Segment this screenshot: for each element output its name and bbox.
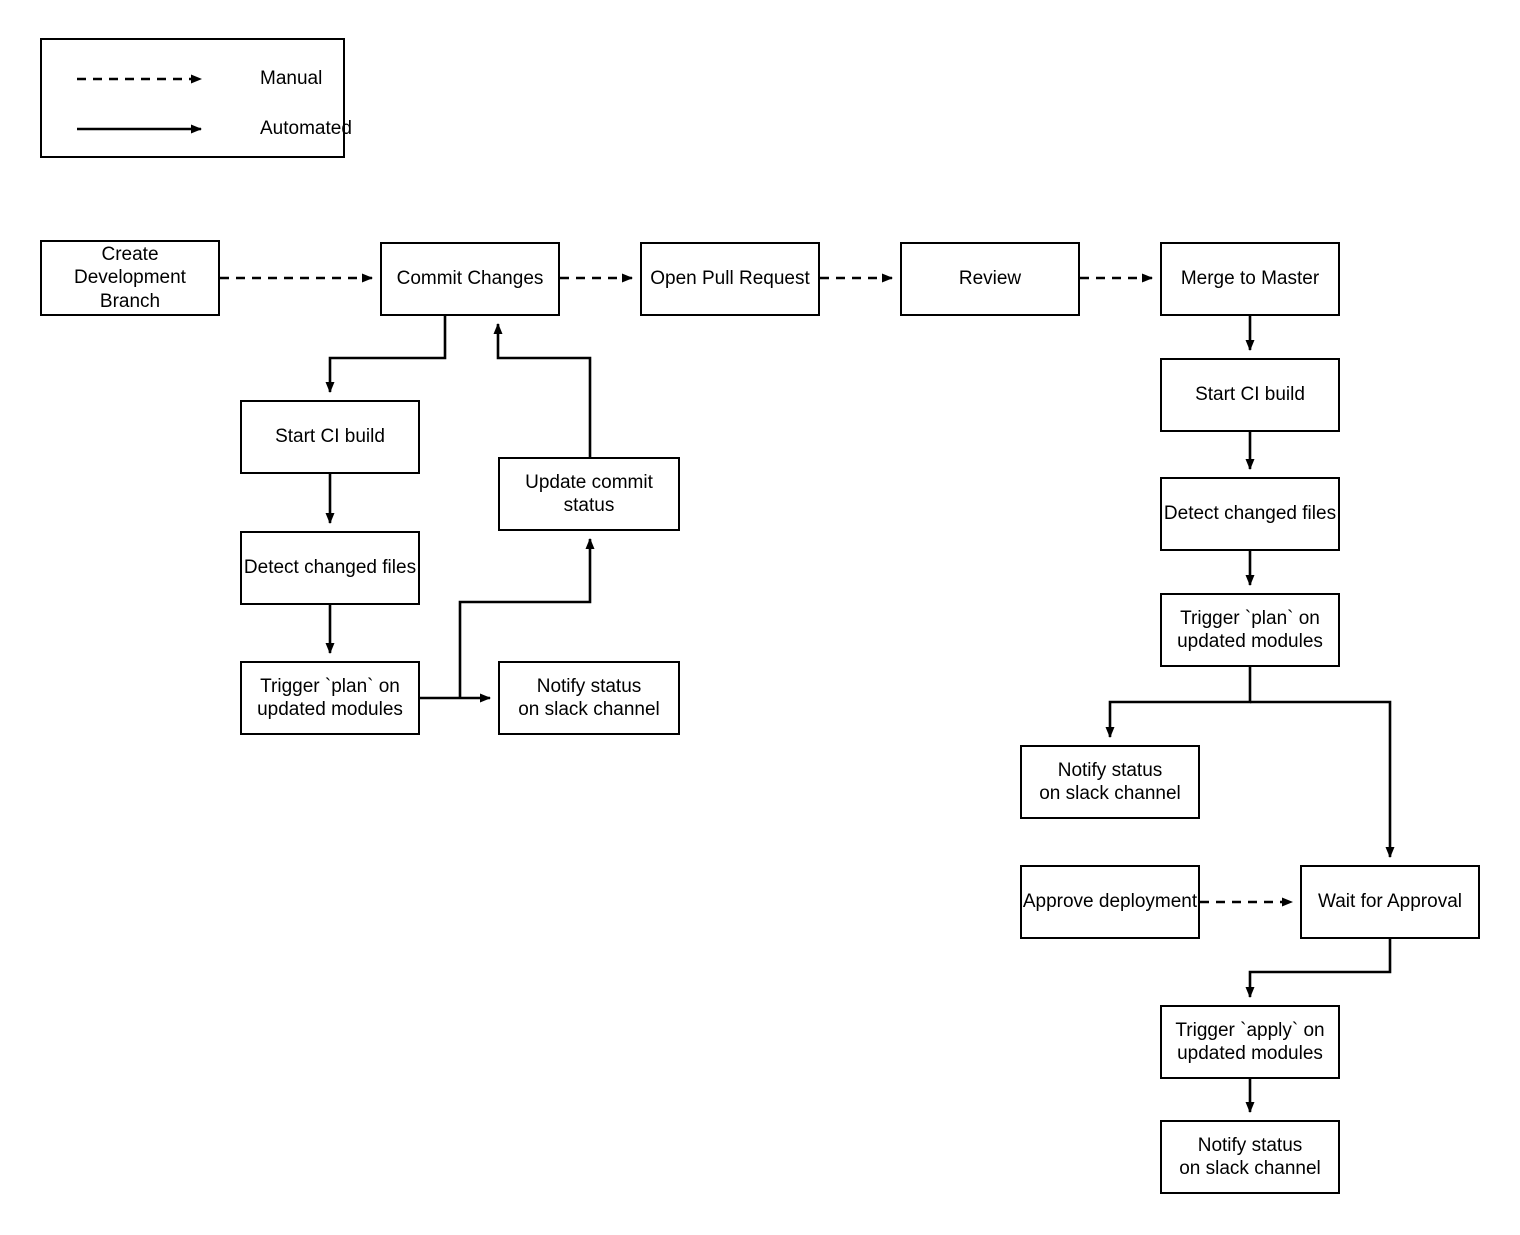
legend: Manual Automated (40, 38, 352, 158)
solid-arrow-icon (75, 116, 220, 142)
edge-commit-changes-to-start-ci-build-dev (325, 316, 447, 393)
node-notify-status-apply-master[interactable]: Notify status on slack channel (1160, 1120, 1340, 1194)
node-label: Create Development Branch (74, 244, 186, 312)
node-update-commit-status[interactable]: Update commit status (498, 457, 680, 531)
node-review[interactable]: Review (900, 242, 1080, 316)
legend-item-automated: Automated (42, 116, 352, 142)
node-notify-status-plan-master[interactable]: Notify status on slack channel (1020, 745, 1200, 819)
node-label: Notify status on slack channel (518, 675, 660, 720)
node-label: Trigger `plan` on updated modules (257, 675, 403, 720)
node-label: Merge to Master (1180, 268, 1320, 290)
node-label: Start CI build (1195, 384, 1305, 406)
node-trigger-apply-master[interactable]: Trigger `apply` on updated modules (1160, 1005, 1340, 1079)
legend-item-manual: Manual (42, 66, 343, 92)
node-label: Commit Changes (396, 268, 544, 290)
node-create-development-branch[interactable]: Create Development Branch (40, 240, 220, 316)
node-label: Detect changed files (1163, 503, 1337, 525)
node-label: Start CI build (275, 426, 385, 448)
node-open-pull-request[interactable]: Open Pull Request (640, 242, 820, 316)
node-start-ci-build-master[interactable]: Start CI build (1160, 358, 1340, 432)
node-wait-for-approval[interactable]: Wait for Approval (1300, 865, 1480, 939)
node-label: Approve deployment (1022, 891, 1198, 913)
node-commit-changes[interactable]: Commit Changes (380, 242, 560, 316)
node-label: Detect changed files (243, 557, 417, 579)
node-start-ci-build-dev[interactable]: Start CI build (240, 400, 420, 474)
node-detect-changed-files-dev[interactable]: Detect changed files (240, 531, 420, 605)
node-approve-deployment[interactable]: Approve deployment (1020, 865, 1200, 939)
node-notify-status-dev[interactable]: Notify status on slack channel (498, 661, 680, 735)
edge-wait-for-approval-to-trigger-apply-master (1245, 939, 1392, 998)
node-trigger-plan-dev[interactable]: Trigger `plan` on updated modules (240, 661, 420, 735)
edge-trigger-plan-master-to-wait-for-approval (1250, 700, 1395, 858)
node-label: Review (958, 268, 1022, 290)
node-label: Notify status on slack channel (1039, 759, 1181, 804)
legend-label-manual: Manual (260, 68, 323, 89)
node-label: Notify status on slack channel (1179, 1134, 1321, 1179)
node-merge-to-master[interactable]: Merge to Master (1160, 242, 1340, 316)
legend-label-automated: Automated (260, 118, 352, 139)
node-detect-changed-files-master[interactable]: Detect changed files (1160, 477, 1340, 551)
node-label: Open Pull Request (650, 268, 810, 290)
edge-update-commit-status-to-commit-changes (493, 323, 592, 457)
node-label: Wait for Approval (1318, 891, 1462, 913)
node-label: Trigger `apply` on updated modules (1175, 1019, 1325, 1064)
node-label: Trigger `plan` on updated modules (1177, 607, 1323, 652)
edge-trigger-plan-master-to-notify-status-plan-master (1105, 667, 1252, 738)
node-label: Update commit status (525, 471, 653, 516)
node-trigger-plan-master[interactable]: Trigger `plan` on updated modules (1160, 593, 1340, 667)
dashed-arrow-icon (75, 66, 220, 92)
